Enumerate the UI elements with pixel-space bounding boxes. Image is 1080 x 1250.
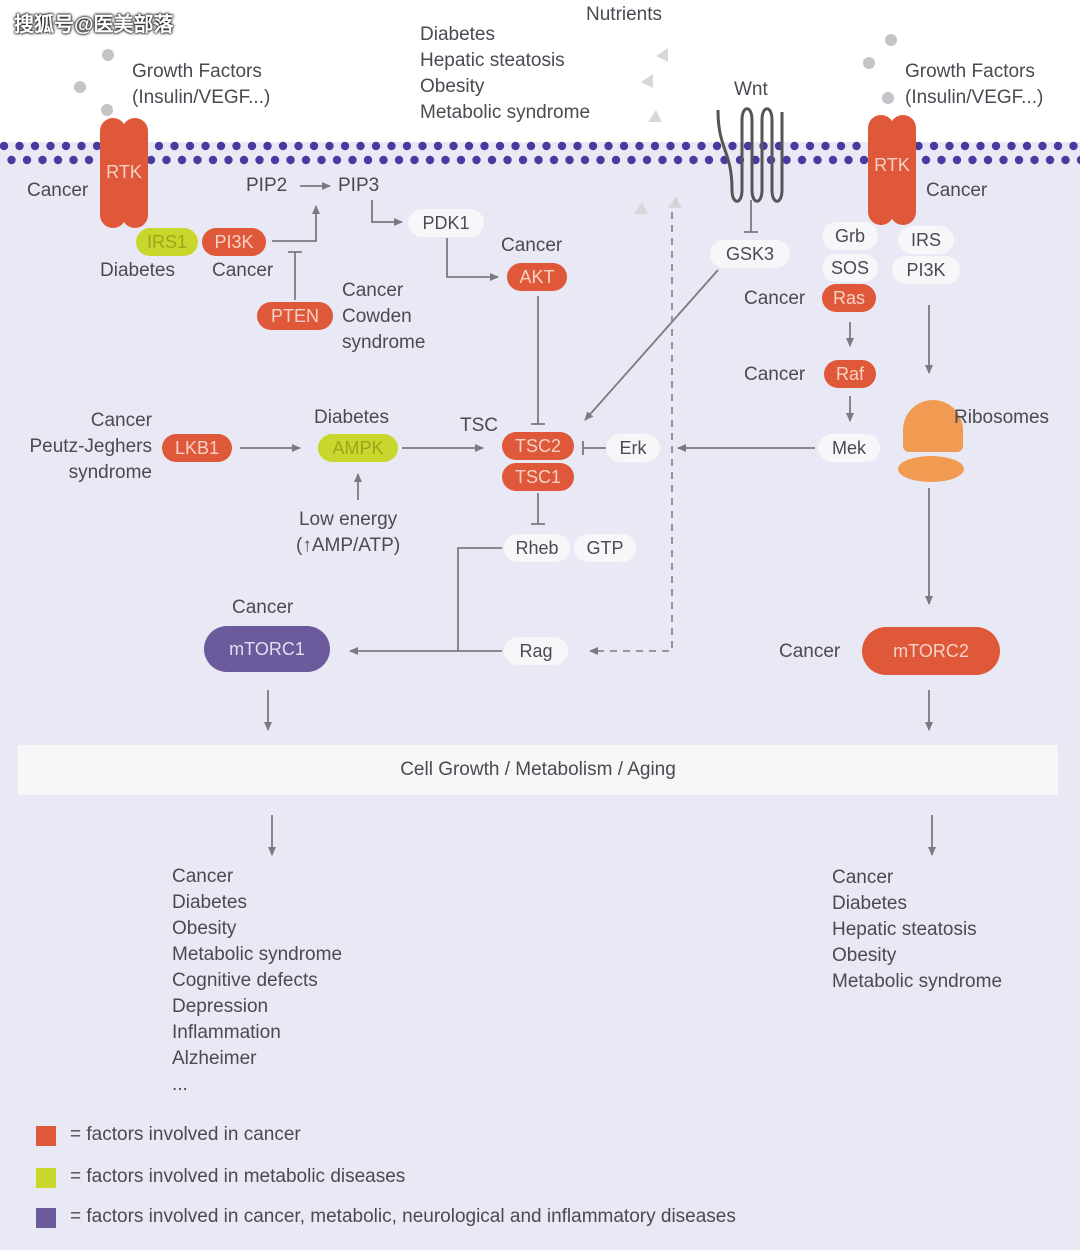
legend-item-metabolic: = factors involved in metabolic diseases <box>36 1166 936 1196</box>
legend-item-cancer: = factors involved in cancer <box>36 1124 936 1154</box>
nutrient-triangles <box>634 48 682 214</box>
rtk-left-cancer: Cancer <box>27 180 89 201</box>
irs1-node: IRS1 <box>136 228 198 256</box>
pten-node: PTEN <box>257 302 333 330</box>
cell-interior <box>0 142 1080 1250</box>
mtorc2-disease: Cancer <box>779 641 841 662</box>
legend-swatch-all <box>36 1208 56 1228</box>
ribosome-small-subunit <box>898 456 964 482</box>
pi3k-right-node: PI3K <box>892 256 960 284</box>
lkb1-node: LKB1 <box>162 434 232 462</box>
wnt-receptor <box>716 107 784 203</box>
watermark: 搜狐号@医美部落 <box>14 14 174 36</box>
erk-node: Erk <box>606 434 660 462</box>
irs-node: IRS <box>898 226 954 254</box>
irs1-disease: Diabetes <box>100 260 175 281</box>
sos-node: SOS <box>822 254 878 282</box>
mek-node: Mek <box>818 434 880 462</box>
low-energy-label: Low energy(↑AMP/ATP) <box>296 509 401 556</box>
rtk-right-cancer: Cancer <box>926 180 988 201</box>
ribosome-large-subunit <box>903 400 963 452</box>
pip3-label: PIP3 <box>338 175 380 196</box>
tsc-label: TSC <box>460 415 498 436</box>
mtorc1-disease: Cancer <box>232 597 294 618</box>
legend-swatch-cancer <box>36 1126 56 1146</box>
cell-growth-banner: Cell Growth / Metabolism / Aging <box>18 745 1058 795</box>
raf-disease: Cancer <box>744 364 806 385</box>
growth-factors-left: Growth Factors(Insulin/VEGF...) <box>132 61 271 108</box>
grb-node: Grb <box>822 222 878 250</box>
legend-item-all: = factors involved in cancer, metabolic,… <box>36 1206 936 1236</box>
raf-node: Raf <box>824 360 876 388</box>
tsc1-node: TSC1 <box>502 463 574 491</box>
pip2-label: PIP2 <box>246 175 288 196</box>
ligand-dots <box>74 34 897 116</box>
rheb-node: Rheb <box>504 534 570 562</box>
cell-membrane <box>0 141 1080 165</box>
wnt-label: Wnt <box>734 79 768 100</box>
ampk-node: AMPK <box>318 434 398 462</box>
ribosomes-label: Ribosomes <box>954 407 1050 428</box>
akt-node: AKT <box>507 263 567 291</box>
gtp-node: GTP <box>574 534 636 562</box>
ampk-disease: Diabetes <box>314 407 389 428</box>
growth-factors-right: Growth Factors(Insulin/VEGF...) <box>905 61 1044 108</box>
nutrients-label: Nutrients <box>586 4 663 25</box>
legend-swatch-metabolic <box>36 1168 56 1188</box>
tsc2-node: TSC2 <box>502 432 574 460</box>
ras-node: Ras <box>822 284 876 312</box>
gsk3-node: GSK3 <box>710 240 790 268</box>
akt-disease: Cancer <box>501 235 563 256</box>
mtorc1-node: mTORC1 <box>204 626 330 672</box>
mtorc2-node: mTORC2 <box>862 627 1000 675</box>
rag-node: Rag <box>504 637 568 665</box>
pi3k-disease: Cancer <box>212 260 274 281</box>
pi3k-node: PI3K <box>202 228 266 256</box>
ras-disease: Cancer <box>744 288 806 309</box>
pdk1-node: PDK1 <box>408 209 484 237</box>
lkb1-disease-cancer: Cancer <box>90 410 152 431</box>
